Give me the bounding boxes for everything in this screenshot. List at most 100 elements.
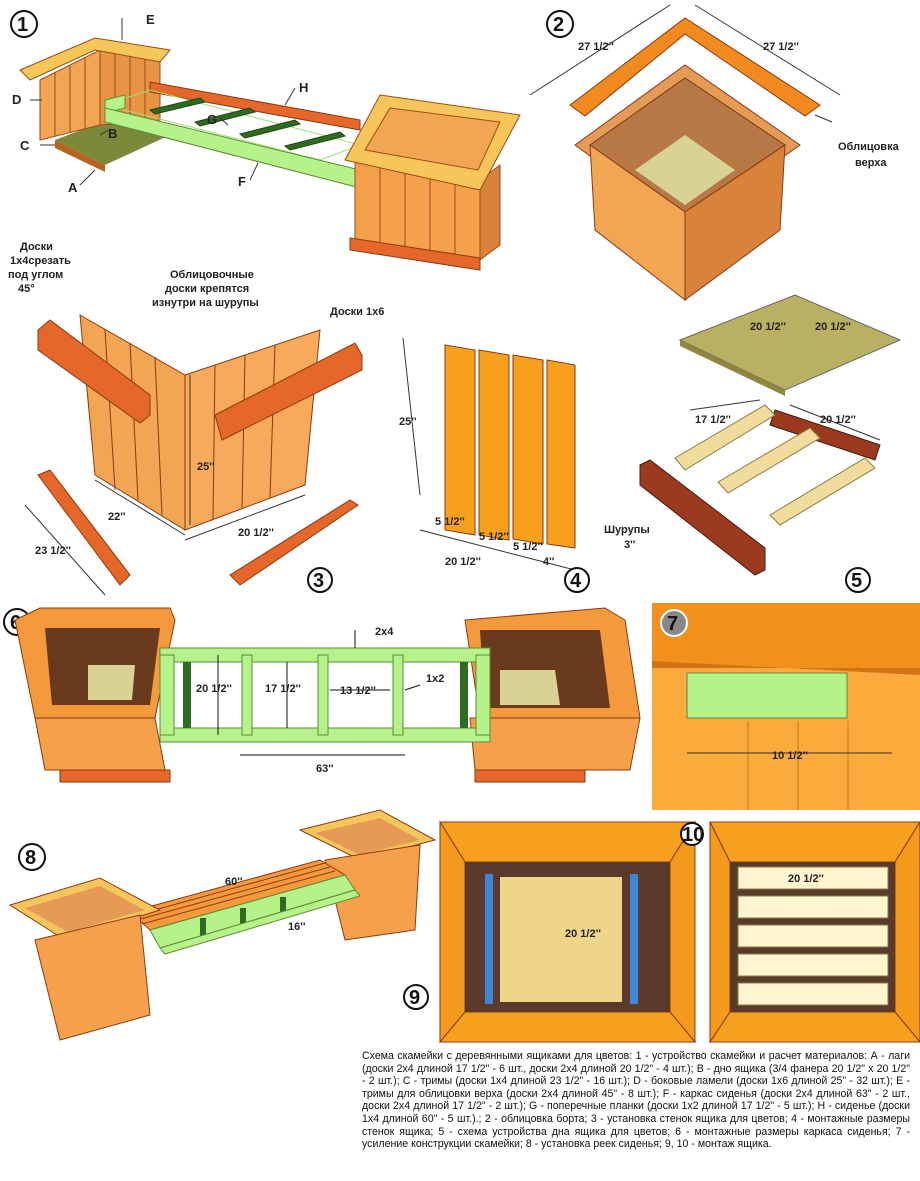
note-center-3: изнутри на шурупы — [152, 297, 259, 309]
front-beam — [639, 459, 766, 576]
dim-gap: 13 1/2'' — [340, 685, 376, 697]
figure-caption: Схема скамейки с деревянными ящиками для… — [362, 1050, 910, 1151]
panel-9-box-top: 20 1/2'' 9 — [400, 820, 700, 1050]
dim: 10 1/2'' — [772, 750, 808, 762]
slat-1 — [674, 404, 776, 471]
panel-8-drawing: 8 60'' 16'' — [8, 809, 437, 1041]
label-F: F — [238, 174, 246, 189]
dim-seat: 60'' — [225, 876, 243, 888]
label-H: H — [299, 80, 308, 95]
label-E: E — [146, 12, 155, 27]
panel-5-drawing: 20 1/2'' 20 1/2'' 17 1/2'' 20 1/2'' Шуру… — [604, 294, 902, 593]
note-left-2: 1x4срезать — [10, 255, 71, 267]
dim-height: 25'' — [197, 461, 215, 473]
dim-board1: 5 1/2'' — [435, 516, 465, 528]
step-number-1: 1 — [17, 14, 28, 36]
bottom-trim-right — [229, 499, 359, 586]
plywood-plate — [678, 294, 902, 391]
seat-board-back — [149, 81, 361, 131]
dim-1x2: 1x2 — [426, 673, 444, 685]
step-number-8: 8 — [25, 847, 36, 869]
dim-frame-short: 17 1/2'' — [695, 414, 731, 426]
panel-4-wall-dimensions: 25'' 5 1/2'' 5 1/2'' 5 1/2'' 4'' 20 1/2'… — [395, 320, 600, 595]
dim-plate-b: 20 1/2'' — [815, 321, 851, 333]
right-planter-opening — [364, 107, 501, 171]
note-left-1: Доски — [20, 241, 53, 253]
step-number-3: 3 — [313, 570, 324, 592]
note-line1: Облицовка — [838, 141, 900, 153]
dim-height: 25'' — [399, 416, 417, 428]
step-number-5: 5 — [851, 570, 862, 592]
left-planter-front — [34, 717, 166, 771]
blue-batten-left — [485, 874, 493, 1004]
dim-frame-long: 20 1/2'' — [820, 414, 856, 426]
dim-width: 20 1/2'' — [196, 683, 232, 695]
left-planter-base-front — [55, 140, 105, 172]
note-line2: верха — [855, 157, 887, 169]
note-right: Доски 1x6 — [330, 306, 384, 318]
label-A: A — [68, 180, 78, 195]
dim-width: 20 1/2'' — [238, 527, 274, 539]
dim-length: 63'' — [316, 763, 334, 775]
blue-batten-right — [630, 874, 638, 1004]
step-number-10: 10 — [682, 824, 704, 846]
panel-10-box-slats: 10 20 1/2'' — [680, 821, 920, 1050]
label-G: G — [207, 112, 217, 127]
dim-depth: 16'' — [288, 921, 306, 933]
box-floor — [635, 135, 735, 205]
label-B: B — [108, 126, 117, 141]
box-slats — [737, 866, 889, 1006]
panel-2-drawing: 2 27 1/2'' 27 1/2'' Облицовка верха — [529, 4, 900, 302]
box-floor — [500, 877, 622, 1002]
dim-left: 27 1/2'' — [578, 41, 614, 53]
box-right-wall — [684, 144, 786, 301]
reinforcement-block — [686, 672, 848, 719]
note-left-3: под углом — [8, 269, 63, 281]
dim-plate-a: 20 1/2'' — [750, 321, 786, 333]
bottom-trim-left — [37, 469, 131, 586]
left-planter-floor — [88, 665, 135, 700]
dim-board4: 4'' — [543, 556, 555, 568]
frame-cross-slats — [241, 654, 404, 736]
label-D: D — [12, 92, 21, 107]
panel-2-top-trim: 2 27 1/2'' 27 1/2'' Облицовка верха — [520, 0, 920, 302]
panel-4-drawing: 25'' 5 1/2'' 5 1/2'' 5 1/2'' 4'' 20 1/2'… — [399, 337, 590, 593]
slat-2 — [717, 427, 821, 494]
top-trim-chevron — [569, 17, 821, 117]
dim: 20 1/2'' — [565, 928, 601, 940]
panel-1-bench-overview: 1 — [0, 0, 540, 290]
panel-3-walls: Доски 1x4срезать под углом 45° Облицовоч… — [0, 235, 400, 605]
panel-6-seat-frame: 6 2 — [0, 600, 650, 800]
dim-depth: 22'' — [108, 511, 126, 523]
note-left-4: 45° — [18, 283, 35, 295]
right-planter-bottom-trim — [349, 237, 481, 271]
dim-2x4: 2x4 — [375, 626, 394, 638]
panel-7-drawing: 10 1/2'' 7 — [652, 603, 920, 810]
note-center-1: Облицовочные — [170, 269, 254, 281]
wall-right — [184, 329, 321, 531]
panel-10-drawing: 10 20 1/2'' — [680, 821, 920, 1044]
step-number-9: 9 — [409, 987, 420, 1009]
panel-1-drawing: 1 — [10, 10, 521, 271]
label-C: C — [20, 138, 30, 153]
slat-3 — [769, 457, 876, 526]
dim-trim: 23 1/2'' — [35, 545, 71, 557]
panel-3-drawing: Доски 1x4срезать под углом 45° Облицовоч… — [8, 241, 384, 596]
screws-line1: Шурупы — [604, 524, 650, 536]
plywood-edge — [680, 340, 785, 396]
step-number-2: 2 — [553, 14, 564, 36]
right-planter-side — [479, 164, 501, 261]
step-number-7: 7 — [667, 613, 678, 635]
dim-total: 20 1/2'' — [445, 556, 481, 568]
step-circle-1 — [10, 10, 38, 38]
panel-7-reinforcement: 10 1/2'' 7 — [652, 603, 920, 810]
cross-slats — [148, 97, 347, 151]
dim-right: 27 1/2'' — [763, 41, 799, 53]
screws-line2: 3'' — [624, 539, 636, 551]
wall-left — [79, 314, 186, 531]
overhang-board — [652, 603, 920, 668]
dim-board3: 5 1/2'' — [513, 541, 543, 553]
panel-8-seat-slats: 8 60'' 16'' — [0, 800, 440, 1050]
left-planter-top-trim — [19, 37, 171, 81]
dim-inner: 17 1/2'' — [265, 683, 301, 695]
